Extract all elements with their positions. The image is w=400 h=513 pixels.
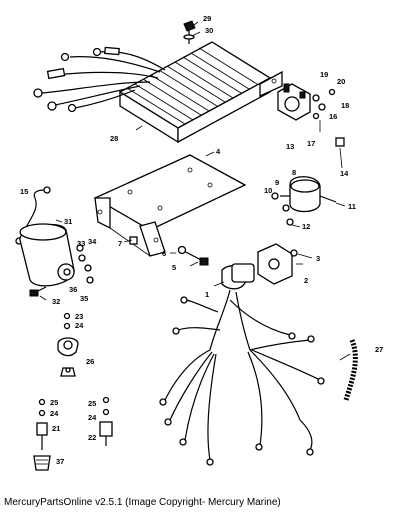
callout-26: 26 xyxy=(86,357,94,366)
callout-33: 33 xyxy=(77,239,85,248)
mounting-bracket xyxy=(93,154,247,257)
callout-8: 8 xyxy=(292,168,296,177)
starter-solenoid xyxy=(277,83,345,147)
callout-16: 16 xyxy=(329,112,337,121)
motor-31 xyxy=(19,223,94,297)
callout-27: 27 xyxy=(375,345,383,354)
callout-18: 18 xyxy=(341,101,349,110)
callout-36: 36 xyxy=(69,285,77,294)
callout-14: 14 xyxy=(340,169,349,178)
module-leads xyxy=(33,46,166,113)
callout-19: 19 xyxy=(320,70,328,79)
callout-13: 13 xyxy=(286,142,294,151)
callout-4: 4 xyxy=(216,147,221,156)
callout-37: 37 xyxy=(56,457,64,466)
callout-10: 10 xyxy=(264,186,272,195)
callout-30: 30 xyxy=(205,26,213,35)
callout-31: 31 xyxy=(64,217,72,226)
callout-35: 35 xyxy=(80,294,88,303)
module-box xyxy=(118,41,283,144)
sender-22 xyxy=(99,396,113,446)
callout-17: 17 xyxy=(307,139,315,148)
sender-21 xyxy=(33,398,51,471)
callout-32: 32 xyxy=(52,297,60,306)
callout-29: 29 xyxy=(203,14,211,23)
callout-11: 11 xyxy=(348,202,356,211)
wire-loom xyxy=(343,339,358,401)
copyright-footer: MercuryPartsOnline v2.5.1 (Image Copyrig… xyxy=(4,497,281,508)
sender-parts xyxy=(57,312,79,377)
callout-22: 22 xyxy=(88,433,96,442)
callout-15: 15 xyxy=(20,187,28,196)
wire-15 xyxy=(15,186,51,245)
callout-25b: 25 xyxy=(88,399,96,408)
callout-6: 6 xyxy=(162,249,166,258)
callout-21: 21 xyxy=(52,424,60,433)
wiring-harness xyxy=(159,263,325,466)
callout-1: 1 xyxy=(205,290,209,299)
callout-3: 3 xyxy=(316,254,320,263)
callout-23: 23 xyxy=(75,312,83,321)
callout-2: 2 xyxy=(304,276,308,285)
callout-25a: 25 xyxy=(50,398,58,407)
leader-lines xyxy=(39,21,351,361)
callout-24b: 24 xyxy=(50,409,59,418)
callout-12: 12 xyxy=(302,222,310,231)
callout-5: 5 xyxy=(172,263,176,272)
callout-9: 9 xyxy=(275,178,279,187)
callout-20: 20 xyxy=(337,77,345,86)
callout-7: 7 xyxy=(118,239,122,248)
screw-5 xyxy=(177,245,209,266)
parts-diagram: 29 30 28 4 19 20 18 16 17 13 14 9 10 8 1… xyxy=(15,14,383,471)
callout-24c: 24 xyxy=(88,413,97,422)
bolt-29 xyxy=(183,20,196,44)
callout-24a: 24 xyxy=(75,321,84,330)
terminal-block xyxy=(257,243,298,285)
callout-28: 28 xyxy=(110,134,118,143)
relay-8 xyxy=(271,176,337,226)
callout-34: 34 xyxy=(88,237,97,246)
